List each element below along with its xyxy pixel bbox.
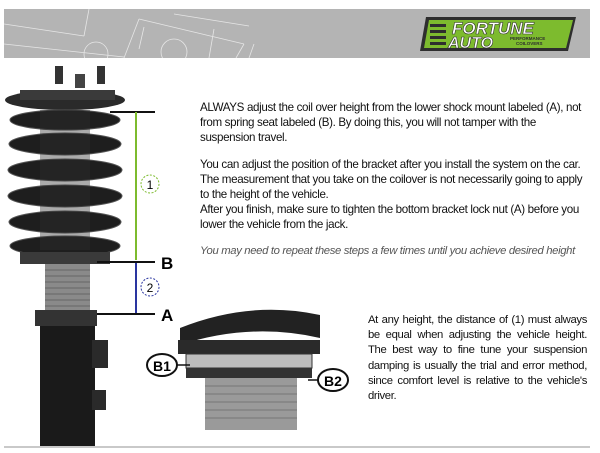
label-2: 2: [147, 281, 154, 295]
label-b1: B1: [153, 358, 171, 374]
divider: [4, 446, 590, 448]
logo-line2: AUTO: [447, 35, 494, 52]
logo-tagline2: COILOVERS: [516, 41, 543, 46]
instruction-p3: After you finish, make sure to tighten t…: [200, 203, 579, 232]
label-1-circle: [140, 174, 160, 194]
fortune-auto-logo: FORTUNE AUTO PERFORMANCE COILOVERS: [420, 17, 576, 52]
damping-note: At any height, the distance of (1) must …: [368, 314, 587, 403]
instructions: ALWAYS adjust the coil over height from …: [200, 100, 592, 270]
logo-tagline1: PERFORMANCE: [510, 36, 545, 41]
logo-line1: FORTUNE: [452, 19, 535, 38]
label-1: 1: [147, 178, 154, 192]
spring-seat: [20, 252, 110, 264]
coil-spring: [7, 109, 123, 257]
instruction-p1: ALWAYS adjust the coil over height from …: [200, 101, 582, 145]
coilover-diagram: 1 2 B A B1 B2: [5, 66, 349, 446]
label-b: B: [161, 254, 173, 273]
instruction-note: You may need to repeat these steps a few…: [200, 244, 575, 257]
instruction-p2: You can adjust the position of the brack…: [200, 157, 583, 202]
label-a: A: [161, 306, 173, 325]
blueprint-background: [4, 9, 255, 58]
spring-seat-detail: B1 B2: [146, 309, 349, 430]
top-mount: [5, 66, 125, 110]
shock-body: [40, 326, 95, 446]
lower-lock-nut: [35, 310, 97, 326]
label-b2: B2: [324, 373, 342, 389]
label-2-circle: [140, 277, 160, 297]
